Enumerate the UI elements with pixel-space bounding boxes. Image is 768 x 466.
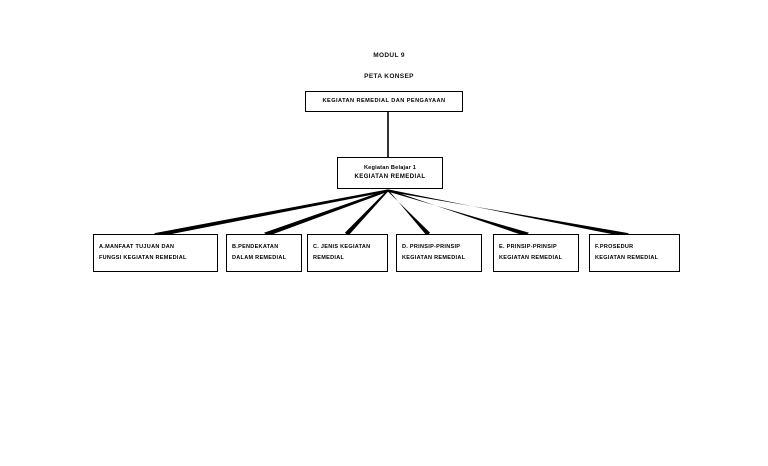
modul-heading: MODUL 9: [373, 52, 405, 59]
connector-kb1-to-a: [154, 189, 388, 237]
node-d-line2: KEGIATAN REMEDIAL: [402, 255, 466, 261]
node-f-line1: F.PROSEDUR: [595, 244, 634, 251]
node-b-line1: B.PENDEKATAN: [232, 244, 279, 251]
node-a-line2: FUNGSI KEGIATAN REMEDIAL: [99, 255, 187, 261]
node-manfaat-tujuan-fungsi[interactable]: A.MANFAAT TUJUAN DAN FUNGSI KEGIATAN REM…: [93, 234, 218, 272]
node-kegiatan-belajar-1[interactable]: Kegiatan Belajar 1 KEGIATAN REMEDIAL: [337, 157, 443, 189]
connector-kb1-to-c: [345, 189, 388, 236]
node-root-label: KEGIATAN REMEDIAL DAN PENGAYAAN: [322, 98, 446, 105]
node-pendekatan-dalam-remedial[interactable]: B.PENDEKATAN DALAM REMEDIAL: [226, 234, 302, 272]
node-c-line1: C. JENIS KEGIATAN: [313, 244, 371, 251]
node-f-line2: KEGIATAN REMEDIAL: [595, 255, 659, 261]
node-kegiatan-remedial-dan-pengayaan[interactable]: KEGIATAN REMEDIAL DAN PENGAYAAN: [305, 91, 463, 112]
connector-kb1-to-b: [264, 189, 388, 236]
node-kb1-label: KEGIATAN REMEDIAL: [354, 173, 426, 180]
node-prinsip-prinsip-kegiatan-remedial-d[interactable]: D. PRINSIP-PRINSIP KEGIATAN REMEDIAL: [396, 234, 482, 272]
node-e-line1: E. PRINSIP-PRINSIP: [499, 244, 557, 251]
node-jenis-kegiatan-remedial[interactable]: C. JENIS KEGIATAN REMEDIAL: [307, 234, 388, 272]
node-prinsip-prinsip-kegiatan-remedial-e[interactable]: E. PRINSIP-PRINSIP KEGIATAN REMEDIAL: [493, 234, 579, 272]
node-c-line2: REMEDIAL: [313, 255, 345, 261]
node-e-line2: KEGIATAN REMEDIAL: [499, 255, 563, 261]
connector-kb1-to-f: [388, 189, 629, 237]
peta-konsep-heading: PETA KONSEP: [364, 73, 414, 80]
node-prosedur-kegiatan-remedial[interactable]: F.PROSEDUR KEGIATAN REMEDIAL: [589, 234, 680, 272]
connector-kb1-to-e: [388, 189, 529, 236]
connector-kb1-to-d: [388, 189, 430, 236]
node-d-line1: D. PRINSIP-PRINSIP: [402, 244, 461, 251]
node-kb1-sublabel: Kegiatan Belajar 1: [363, 165, 417, 172]
node-a-line1: A.MANFAAT TUJUAN DAN: [99, 244, 175, 251]
node-b-line2: DALAM REMEDIAL: [232, 255, 287, 261]
